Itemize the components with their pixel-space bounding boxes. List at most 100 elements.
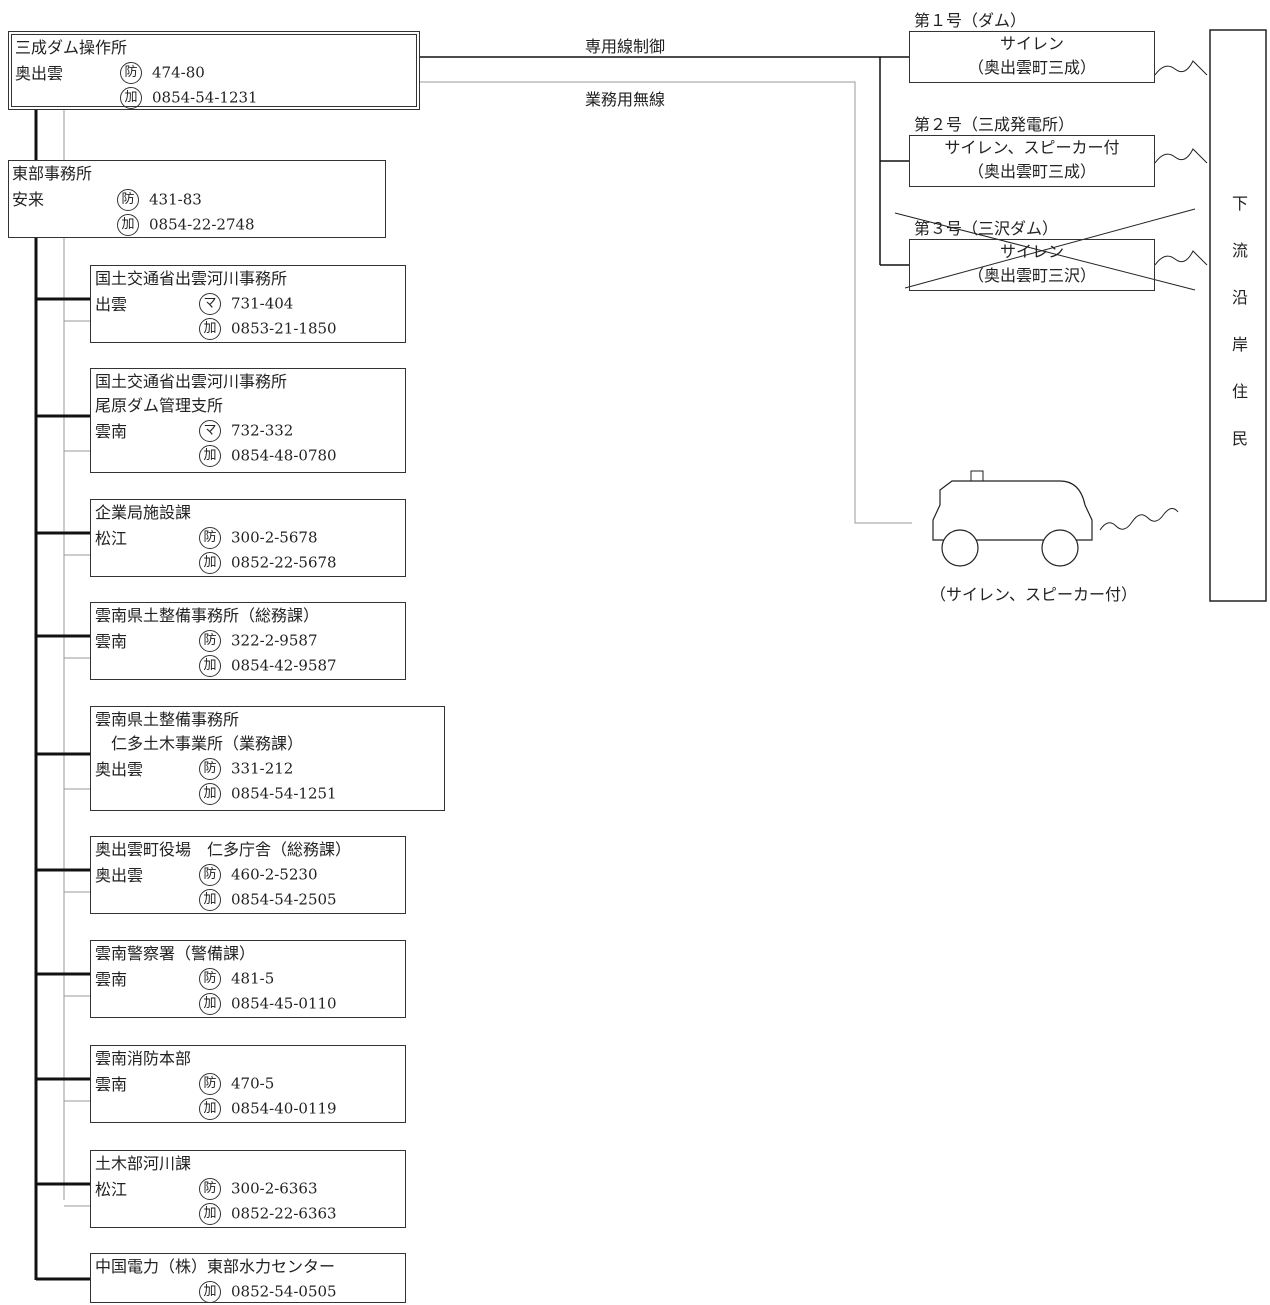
subscriber-line-mark: 加	[199, 654, 221, 677]
branch-office-name: 雲南警察署（警備課）	[95, 944, 256, 963]
subscriber-line-mark: 加	[199, 1202, 221, 1225]
siren-2-type: サイレン、スピーカー付	[944, 138, 1120, 157]
branch-phone-number: 0854-54-2505	[231, 890, 337, 909]
branch-office-city: 出雲	[95, 295, 128, 314]
branch-disaster-number: 470-5	[231, 1074, 275, 1093]
branch-phone-number: 0852-22-6363	[231, 1204, 337, 1223]
resident-char: 流	[1231, 241, 1248, 260]
subscriber-line-mark: 加	[199, 992, 221, 1015]
subscriber-line-mark: 加	[199, 1097, 221, 1120]
east-office-city: 安来	[12, 190, 45, 209]
subscriber-line-mark: 加	[199, 551, 221, 574]
siren-3-type: サイレン	[999, 242, 1064, 261]
branch-disaster-number: 731-404	[231, 294, 294, 313]
subscriber-line-mark: 加	[199, 1280, 221, 1303]
branch-office-box: 中国電力（株）東部水力センター加 0852-54-0505	[90, 1253, 406, 1303]
subscriber-line-mark: 加	[199, 317, 221, 340]
branch-office-name: 尾原ダム管理支所	[95, 396, 224, 415]
siren-2-location: （奥出雲町三成）	[967, 162, 1096, 181]
branch-phone-number: 0854-40-0119	[231, 1099, 337, 1118]
branch-office-city: 奥出雲	[95, 866, 144, 885]
branch-phone-number: 0854-42-9587	[231, 656, 337, 675]
disaster-line-mark: 防	[120, 61, 142, 84]
main-office-city: 奥出雲	[15, 64, 64, 83]
branch-office-box: 国土交通省出雲河川事務所尾原ダム管理支所雲南 マ 732-332 加 0854-48-0…	[90, 368, 406, 473]
branch-office-city: 松江	[95, 1180, 128, 1199]
branch-office-name: 雲南県土整備事務所	[95, 710, 240, 729]
resident-char: 岸	[1231, 335, 1248, 354]
line-type-mark: 防	[199, 1072, 221, 1095]
main-office-disaster-number: 474-80	[152, 63, 205, 82]
siren-3-location: （奥出雲町三沢）	[967, 266, 1096, 285]
branch-office-city: 雲南	[95, 632, 128, 651]
branch-disaster-number: 331-212	[231, 759, 294, 778]
siren-3-box: サイレン （奥出雲町三沢）	[909, 239, 1155, 291]
line-type-mark: マ	[199, 419, 221, 442]
east-office-phone-number: 0854-22-2748	[149, 215, 255, 234]
resident-char: 民	[1231, 429, 1248, 448]
branch-disaster-number: 460-2-5230	[231, 865, 318, 884]
subscriber-line-mark: 加	[199, 782, 221, 805]
branch-disaster-number: 732-332	[231, 421, 294, 440]
siren-1-label: 第１号（ダム）	[914, 11, 1027, 30]
branch-office-name: 奥出雲町役場 仁多庁舎（総務課）	[95, 840, 352, 859]
business-radio-label: 業務用無線	[585, 90, 666, 109]
branch-phone-number: 0854-45-0110	[231, 994, 337, 1013]
branch-office-city: 雲南	[95, 970, 128, 989]
subscriber-line-mark: 加	[199, 888, 221, 911]
siren-3-label: 第３号（三沢ダム）	[914, 219, 1059, 238]
branch-disaster-number: 300-2-6363	[231, 1179, 318, 1198]
branch-phone-number: 0854-48-0780	[231, 446, 337, 465]
wave-icon	[1099, 508, 1179, 531]
line-type-mark: 防	[199, 526, 221, 549]
branch-phone-number: 0854-54-1251	[231, 784, 337, 803]
branch-office-city: 雲南	[95, 1075, 128, 1094]
branch-office-name: 土木部河川課	[95, 1154, 192, 1173]
east-office-title: 東部事務所	[12, 164, 93, 183]
line-type-mark: 防	[199, 629, 221, 652]
siren-2-label: 第２号（三成発電所）	[914, 115, 1075, 134]
wave-icon	[1154, 250, 1208, 266]
main-office-box: 三成ダム操作所 奥出雲 防 474-80 加 0854-54-1231	[8, 31, 420, 110]
branch-office-city: 奥出雲	[95, 760, 144, 779]
branch-office-name: 雲南県土整備事務所（総務課）	[95, 606, 320, 625]
branch-phone-number: 0852-22-5678	[231, 553, 337, 572]
branch-office-city: 雲南	[95, 422, 128, 441]
east-office-disaster-number: 431-83	[149, 190, 202, 209]
main-office-title: 三成ダム操作所	[15, 38, 128, 57]
line-type-mark: 防	[199, 1177, 221, 1200]
line-type-mark: 防	[199, 863, 221, 886]
branch-office-name: 企業局施設課	[95, 503, 192, 522]
branch-disaster-number: 300-2-5678	[231, 528, 318, 547]
branch-office-name: 中国電力（株）東部水力センター	[95, 1257, 336, 1276]
subscriber-line-mark: 加	[117, 213, 139, 236]
resident-char: 下	[1231, 194, 1248, 213]
siren-1-box: サイレン （奥出雲町三成）	[909, 31, 1155, 83]
branch-phone-number: 0852-54-0505	[231, 1282, 337, 1301]
siren-2-box: サイレン、スピーカー付 （奥出雲町三成）	[909, 135, 1155, 187]
subscriber-line-mark: 加	[199, 444, 221, 467]
dedicated-line-label: 専用線制御	[585, 37, 666, 56]
wave-icon	[1154, 148, 1208, 164]
main-office-phone-number: 0854-54-1231	[152, 88, 258, 107]
siren-1-type: サイレン	[999, 34, 1064, 53]
branch-office-box: 奥出雲町役場 仁多庁舎（総務課） 奥出雲 防 460-2-5230 加 0854-54-2…	[90, 836, 406, 914]
branch-phone-number: 0853-21-1850	[231, 319, 337, 338]
subscriber-line-mark: 加	[120, 86, 142, 109]
branch-office-name: 国土交通省出雲河川事務所	[95, 372, 288, 391]
resident-char: 住	[1231, 382, 1248, 401]
downstream-residents-label: 下 流 沿 岸 住 民	[1212, 30, 1268, 601]
resident-char: 沿	[1231, 288, 1248, 307]
line-type-mark: 防	[199, 967, 221, 990]
branch-office-box: 土木部河川課松江 防 300-2-6363 加 0852-22-6363	[90, 1150, 406, 1228]
wave-icon	[1154, 60, 1208, 76]
line-type-mark: 防	[199, 757, 221, 780]
